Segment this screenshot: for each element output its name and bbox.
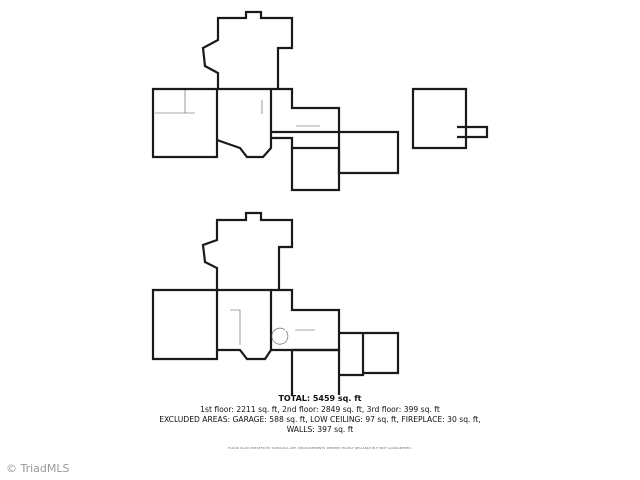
third-floor-plan [411, 87, 489, 150]
disclaimer-footer: FLOOR PLAN CREATED BY CUBICASA APP. MEAS… [227, 446, 413, 450]
lower-floor-plan [151, 211, 400, 395]
total-area: TOTAL: 5459 sq. ft [278, 394, 362, 403]
upper-floor-plan [151, 10, 400, 192]
excluded-areas: EXCLUDED AREAS: GARAGE: 588 sq. ft, LOW … [159, 415, 481, 424]
floor-areas: 1st floor: 2211 sq. ft, 2nd floor: 2849 … [200, 405, 440, 414]
watermark: © TriadMLS [6, 462, 70, 475]
walls-area: WALLS: 397 sq. ft [286, 425, 354, 434]
